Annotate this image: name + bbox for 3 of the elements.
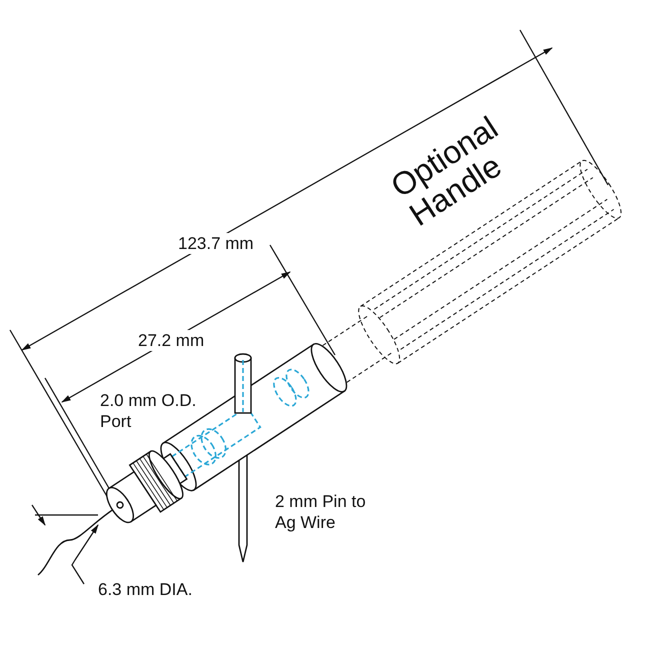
dimension-label: 6.3 mm DIA. <box>98 579 194 600</box>
part-label: 2.0 mm O.D. Port <box>100 390 198 432</box>
part-label: 2 mm Pin to Ag Wire <box>275 491 367 533</box>
